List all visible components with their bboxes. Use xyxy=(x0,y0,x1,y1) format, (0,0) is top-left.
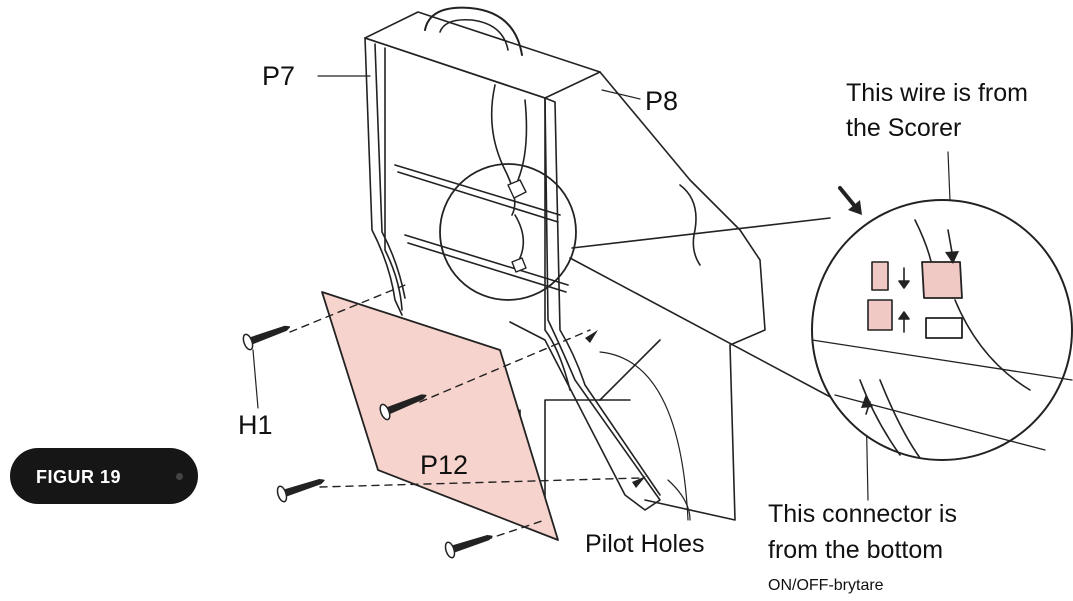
badge-dot xyxy=(176,473,183,480)
panel-p12 xyxy=(321,291,559,541)
label-p12: P12 xyxy=(420,450,469,480)
cabinet-body xyxy=(364,6,766,521)
label-wire-line2: the Scorer xyxy=(846,114,962,142)
label-connector-line1: This connector is xyxy=(768,500,957,528)
label-p7: P7 xyxy=(262,61,296,91)
figure-label: FIGUR 19 xyxy=(36,467,122,487)
label-switch: ON/OFF-brytare xyxy=(768,577,884,594)
label-wire-line1: This wire is from xyxy=(846,79,1028,107)
detail-source-circle xyxy=(439,163,577,301)
screw-guides xyxy=(289,284,641,541)
callout-arrows xyxy=(838,186,959,415)
magnified-detail xyxy=(811,199,1073,461)
label-h1: H1 xyxy=(238,410,273,440)
leader-lines xyxy=(252,75,953,521)
figure-badge: FIGUR 19 xyxy=(10,448,198,504)
front-frame-p7 xyxy=(364,37,661,511)
pilot-hole-arrows xyxy=(585,330,646,488)
label-connector-line2: from the bottom xyxy=(768,536,944,564)
zoom-lines xyxy=(569,217,837,401)
small-connectors xyxy=(507,179,527,273)
label-pilot-holes: Pilot Holes xyxy=(585,530,705,558)
screws-h1 xyxy=(242,325,493,559)
label-p8: P8 xyxy=(645,86,679,116)
